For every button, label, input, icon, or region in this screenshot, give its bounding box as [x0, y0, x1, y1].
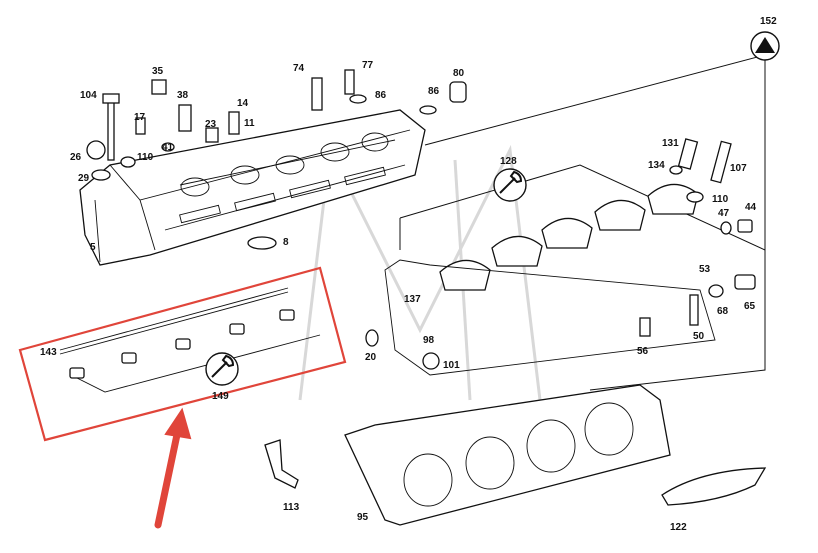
assembly-bracket-lines — [399, 54, 766, 391]
part-label-152: 152 — [760, 16, 777, 27]
part-label-110: 110 — [137, 152, 154, 163]
engine-block-outline — [365, 138, 756, 376]
part-label-101: 101 — [443, 360, 460, 371]
part-label-26: 26 — [70, 152, 82, 163]
part-label-128: 128 — [500, 156, 517, 167]
highlight-box — [18, 266, 347, 442]
part-label-74: 74 — [293, 63, 305, 74]
heat-shield — [661, 467, 767, 506]
part-label-35: 35 — [152, 66, 164, 77]
part-label-14: 14 — [237, 98, 249, 109]
part-label-95: 95 — [357, 512, 369, 523]
part-label-77: 77 — [362, 60, 374, 71]
part-label-41: 41 — [162, 142, 174, 153]
cylinder-head — [79, 109, 426, 266]
part-label-20: 20 — [365, 352, 377, 363]
part-label-131: 131 — [662, 138, 679, 149]
part-label-29: 29 — [78, 173, 90, 184]
wrench-icon-149 — [205, 352, 239, 386]
part-label-44: 44 — [745, 202, 757, 213]
part-label-80: 80 — [453, 68, 465, 79]
part-label-56: 56 — [637, 346, 649, 357]
part-label-137: 137 — [404, 294, 421, 305]
part-label-107: 107 — [730, 163, 747, 174]
head-gasket — [344, 384, 671, 526]
wrench-icon-128 — [493, 168, 527, 202]
camshaft-bearings — [439, 183, 699, 291]
part-label-110: 110 — [712, 194, 729, 205]
part-label-68: 68 — [717, 306, 729, 317]
part-label-143: 143 — [40, 347, 57, 358]
small-parts-top — [86, 69, 467, 181]
bracket-part — [264, 439, 299, 489]
part-label-17: 17 — [134, 112, 146, 123]
part-label-65: 65 — [744, 301, 756, 312]
part-label-122: 122 — [670, 522, 687, 533]
part-label-134: 134 — [648, 160, 665, 171]
part-label-50: 50 — [693, 331, 705, 342]
part-label-104: 104 — [80, 90, 97, 101]
part-label-11: 11 — [244, 118, 255, 129]
part-label-47: 47 — [718, 208, 730, 219]
part-label-8: 8 — [283, 237, 289, 248]
part-label-86: 86 — [375, 90, 387, 101]
part-label-5: 5 — [90, 242, 96, 253]
part-label-23: 23 — [205, 119, 217, 130]
part-label-149: 149 — [212, 391, 229, 402]
part-label-113: 113 — [283, 502, 300, 513]
triangle-icon-152 — [750, 31, 780, 61]
callout-arrow — [154, 407, 192, 529]
part-label-38: 38 — [177, 90, 189, 101]
part-label-98: 98 — [423, 335, 435, 346]
part-label-86: 86 — [428, 86, 440, 97]
part-label-53: 53 — [699, 264, 711, 275]
part-number-labels: 152 35 74 77 104 38 14 86 80 17 23 11 26 110 41 29 5 8 128… — [40, 16, 777, 533]
